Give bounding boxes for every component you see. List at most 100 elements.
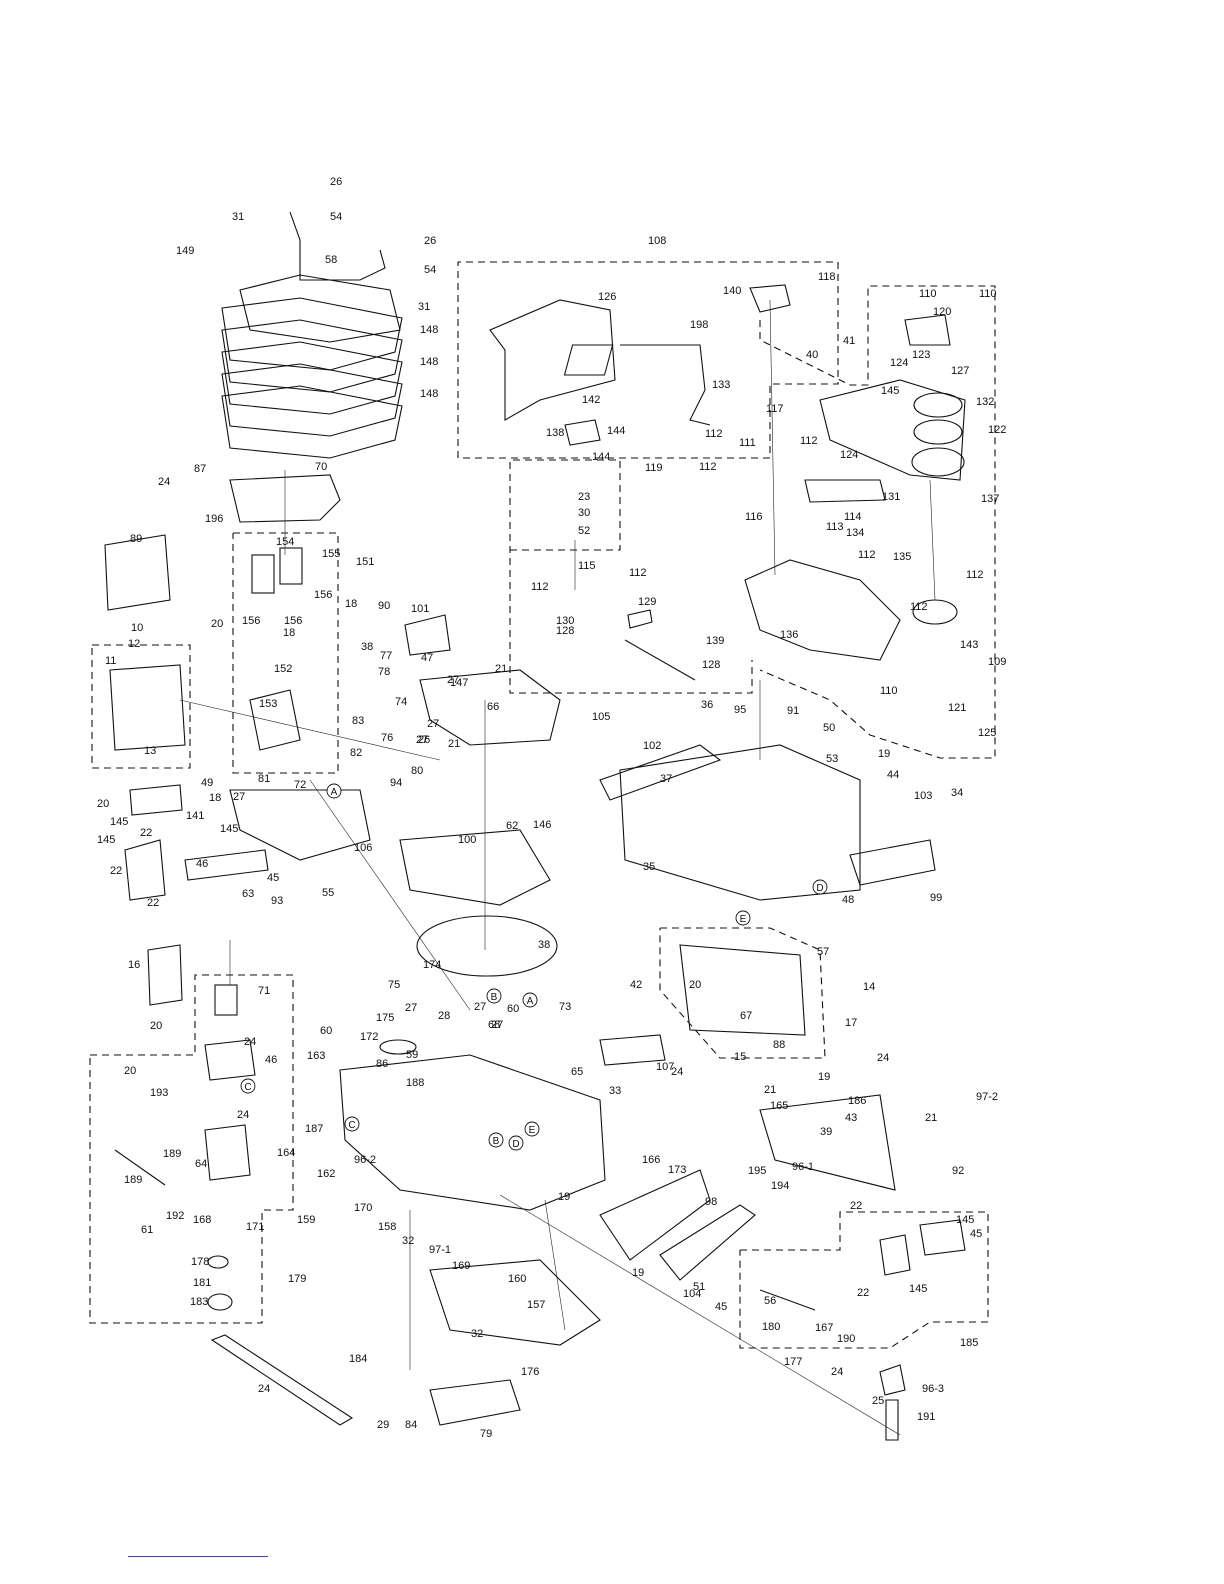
part-label: 13 bbox=[144, 745, 156, 757]
part-label: 159 bbox=[297, 1214, 315, 1226]
part-label: 83 bbox=[352, 715, 364, 727]
flex-cable-198 bbox=[620, 344, 711, 426]
part-label: 175 bbox=[376, 1012, 394, 1024]
part-label: 19 bbox=[878, 748, 890, 760]
part-label: 57 bbox=[817, 946, 829, 958]
callout-marker: D bbox=[508, 1135, 524, 1151]
part-label: 20 bbox=[150, 1020, 162, 1032]
part-label: 77 bbox=[380, 650, 392, 662]
part-label: 34 bbox=[951, 787, 963, 799]
part-label: 24 bbox=[258, 1383, 270, 1395]
part-label: 123 bbox=[912, 349, 930, 361]
chassis-136 bbox=[744, 559, 901, 661]
part-label: 19 bbox=[632, 1267, 644, 1279]
part-label: 99 bbox=[930, 892, 942, 904]
part-label: 43 bbox=[845, 1112, 857, 1124]
part-label: 162 bbox=[317, 1168, 335, 1180]
part-label: 153 bbox=[259, 698, 277, 710]
outline-157 bbox=[89, 974, 294, 1324]
callout-marker: A bbox=[522, 992, 538, 1008]
part-label: 24 bbox=[831, 1366, 843, 1378]
part-label: 135 bbox=[893, 551, 911, 563]
callout-marker: E bbox=[735, 910, 751, 926]
part-label: 58 bbox=[325, 254, 337, 266]
pulley-169 bbox=[207, 1255, 229, 1269]
arm-56 bbox=[659, 1204, 756, 1281]
part-label: 118 bbox=[818, 271, 836, 283]
part-label: 101 bbox=[411, 603, 429, 615]
sled-frame-137 bbox=[819, 379, 966, 481]
ring-122 bbox=[913, 419, 963, 445]
part-label: 42 bbox=[630, 979, 642, 991]
part-label: 177 bbox=[784, 1356, 802, 1368]
callout-letter: C bbox=[244, 1082, 251, 1093]
part-label: 128 bbox=[702, 659, 720, 671]
part-label: 33 bbox=[609, 1085, 621, 1097]
part-label: 72 bbox=[294, 779, 306, 791]
part-label: 90 bbox=[378, 600, 390, 612]
part-label: 22 bbox=[140, 827, 152, 839]
assembly-outlines bbox=[89, 261, 996, 1349]
part-label: 172 bbox=[360, 1031, 378, 1043]
part-label: 109 bbox=[988, 656, 1006, 668]
part-label: 64 bbox=[195, 1158, 207, 1170]
part-label: 100 bbox=[458, 834, 476, 846]
part-label: 187 bbox=[305, 1123, 323, 1135]
gear-129 bbox=[627, 609, 653, 629]
part-label: 94 bbox=[390, 777, 402, 789]
part-label: 198 bbox=[690, 319, 708, 331]
part-label: 18 bbox=[345, 598, 357, 610]
callout-letter: E bbox=[529, 1125, 536, 1136]
pcb-14 bbox=[679, 944, 806, 1036]
callout-marker: B bbox=[486, 988, 502, 1004]
part-label: 180 bbox=[762, 1321, 780, 1333]
part-label: 141 bbox=[186, 810, 204, 822]
part-label: 55 bbox=[322, 887, 334, 899]
part-label: 144 bbox=[607, 425, 625, 437]
callout-letter: D bbox=[512, 1139, 519, 1150]
outline-14 bbox=[659, 927, 826, 1059]
callout-circle bbox=[508, 1135, 524, 1151]
callout-letter: B bbox=[493, 1136, 500, 1147]
slider-93 bbox=[849, 839, 936, 886]
part-label: 18 bbox=[209, 792, 221, 804]
part-label: 28 bbox=[438, 1010, 450, 1022]
part-label: 129 bbox=[638, 596, 656, 608]
disc-132 bbox=[913, 392, 963, 418]
part-label: 97-2 bbox=[976, 1091, 998, 1103]
part-label: 20 bbox=[689, 979, 701, 991]
part-label: 56 bbox=[764, 1295, 776, 1307]
lever-180 bbox=[879, 1234, 911, 1276]
part-label: 45 bbox=[267, 872, 279, 884]
part-label: 111 bbox=[739, 437, 756, 449]
part-label: 190 bbox=[837, 1333, 855, 1345]
part-label: 156 bbox=[242, 615, 260, 627]
callout-marker: C bbox=[240, 1078, 256, 1094]
rail-102 bbox=[599, 744, 722, 801]
part-label: 71 bbox=[258, 985, 270, 997]
motor-155 bbox=[279, 547, 303, 585]
lever-101 bbox=[404, 614, 451, 656]
footer-link-underline[interactable] bbox=[128, 1556, 268, 1557]
assembly-leaders bbox=[179, 299, 936, 1436]
plate-100 bbox=[399, 829, 551, 906]
outline-pickup-top bbox=[759, 285, 996, 759]
part-label: 106 bbox=[354, 842, 372, 854]
part-label: 45 bbox=[970, 1228, 982, 1240]
part-label: 112 bbox=[800, 435, 818, 447]
part-label: 36 bbox=[701, 699, 713, 711]
part-label: 53 bbox=[826, 753, 838, 765]
part-label: 17 bbox=[845, 1017, 857, 1029]
part-label: 30 bbox=[578, 507, 590, 519]
part-label: 51 bbox=[693, 1281, 705, 1293]
part-shapes bbox=[104, 211, 966, 1441]
part-label: 29 bbox=[377, 1419, 389, 1431]
part-label: 35 bbox=[643, 861, 655, 873]
part-label: 108 bbox=[648, 235, 666, 247]
callout-marker: E bbox=[524, 1121, 540, 1137]
part-label: 21 bbox=[448, 738, 460, 750]
lever-181 bbox=[919, 1219, 966, 1256]
part-label: 191 bbox=[917, 1411, 935, 1423]
part-label: 14 bbox=[863, 981, 875, 993]
